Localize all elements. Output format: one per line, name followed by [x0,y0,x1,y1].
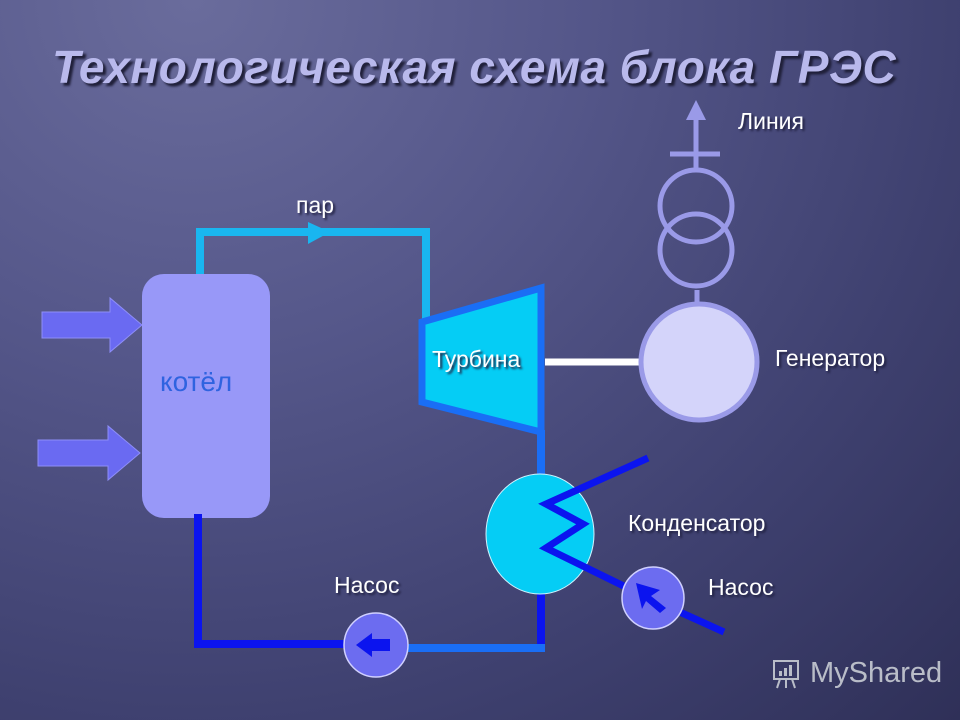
feed-pump-arrow [356,633,390,657]
steam-flow-arrow [308,222,330,244]
fuel-input-arrow [41,296,143,354]
watermark-text: MyShared [810,656,943,689]
cooling-pump-label: Насос [708,574,774,600]
feedwater-pipe-right [404,592,545,652]
generator-label: Генератор [775,345,886,371]
page-title: Технологическая схема блока ГРЭС [52,41,897,93]
condenser-label: Конденсатор [628,510,766,536]
line-output-arrow [686,100,706,120]
presentation-board-icon [773,660,799,689]
turbine-label: Турбина [432,346,521,372]
line-label: Линия [738,108,804,134]
cooling-pump-arrow [636,583,666,613]
boiler-label: котёл [160,366,233,397]
turbine [418,283,545,437]
boiler [142,274,270,518]
air-input-arrow [37,424,141,482]
steam-label: пар [296,192,335,218]
feedwater-pipe-left [194,514,350,648]
cooling-coil [538,454,650,598]
condenser [485,473,595,595]
watermark: MyShared [768,655,942,691]
generator [638,301,760,423]
transformer-winding-top [657,167,735,245]
feed-pump-label: Насос [334,572,400,598]
transformer-winding-bottom [657,211,735,289]
